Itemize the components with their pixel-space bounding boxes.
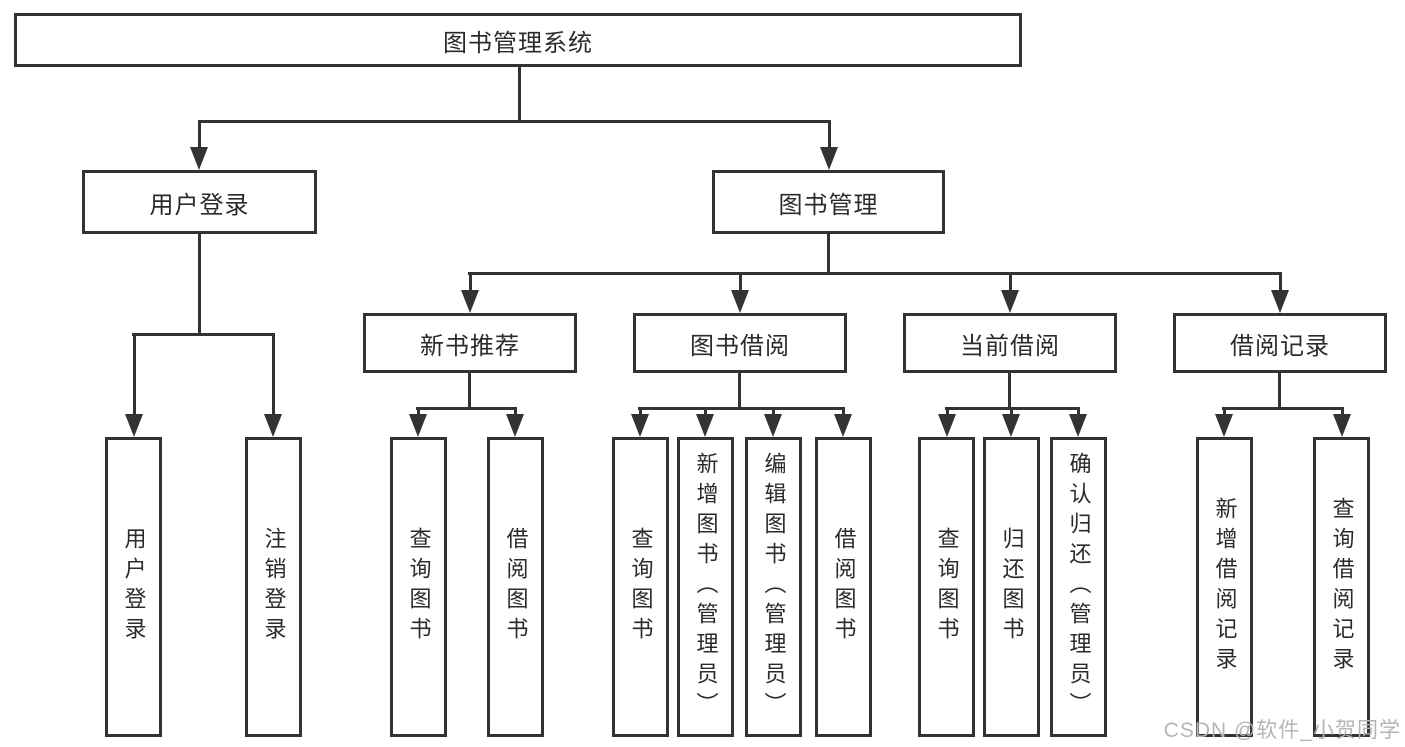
connector-book-management-branch — [468, 272, 1282, 275]
leaf-bb-edit-books-label: 编辑图书（管理员） — [761, 452, 787, 722]
leaf-bb-borrow-books: 借阅图书 — [815, 437, 872, 737]
leaf-nbr-borrow-books-label: 借阅图书 — [503, 527, 529, 647]
leaf-user-login: 用户登录 — [105, 437, 162, 737]
leaf-br-add-record: 新增借阅记录 — [1196, 437, 1253, 737]
arrow-to-br-query-record-icon — [1332, 407, 1352, 437]
arrow-to-cb-query-books-icon — [937, 407, 957, 437]
arrow-to-book-management-icon — [819, 120, 839, 170]
leaf-cb-confirm-return: 确认归还（管理员） — [1050, 437, 1107, 737]
connector-borrowing-records-branch — [1222, 407, 1344, 410]
arrow-to-br-add-record-icon — [1214, 407, 1234, 437]
leaf-cb-query-books-label: 查询图书 — [934, 527, 960, 647]
arrow-to-bb-borrow-books-icon — [833, 407, 853, 437]
leaf-bb-add-books: 新增图书（管理员） — [677, 437, 734, 737]
node-borrowing-records: 借阅记录 — [1173, 313, 1387, 373]
connector-root-stem — [518, 67, 521, 120]
node-book-borrowing-label: 图书借阅 — [690, 332, 790, 360]
leaf-cb-return-books: 归还图书 — [983, 437, 1040, 737]
csdn-watermark: CSDN @软件_小贺同学 — [1163, 719, 1401, 742]
arrow-to-nbr-query-books-icon — [408, 407, 428, 437]
arrow-to-bb-edit-books-icon — [763, 407, 783, 437]
leaf-nbr-borrow-books: 借阅图书 — [487, 437, 544, 737]
connector-user-login-branch — [132, 333, 275, 336]
leaf-br-add-record-label: 新增借阅记录 — [1212, 497, 1238, 677]
arrow-to-borrowing-records-icon — [1270, 272, 1290, 313]
arrow-to-bb-add-books-icon — [695, 407, 715, 437]
node-new-book-recommend-label: 新书推荐 — [420, 332, 520, 360]
leaf-nbr-query-books-label: 查询图书 — [406, 527, 432, 647]
connector-current-borrowing-branch — [945, 407, 1080, 410]
connector-new-book-recommend-branch — [416, 407, 517, 410]
leaf-cb-query-books: 查询图书 — [918, 437, 975, 737]
arrow-to-leaf-user-login-icon — [124, 333, 144, 437]
connector-borrowing-records-stem — [1278, 371, 1281, 407]
leaf-bb-borrow-books-label: 借阅图书 — [831, 527, 857, 647]
node-user-login-label: 用户登录 — [149, 191, 250, 219]
arrow-to-cb-confirm-return-icon — [1068, 407, 1088, 437]
connector-book-management-stem — [827, 233, 830, 272]
arrow-to-user-login-icon — [189, 120, 209, 170]
connector-book-borrowing-stem — [738, 371, 741, 407]
node-book-management: 图书管理 — [712, 170, 945, 234]
arrow-to-bb-query-books-icon — [630, 407, 650, 437]
arrow-to-new-book-recommend-icon — [460, 272, 480, 313]
arrow-to-leaf-logout-icon — [263, 333, 283, 437]
leaf-logout-label: 注销登录 — [261, 527, 287, 647]
leaf-br-query-record: 查询借阅记录 — [1313, 437, 1370, 737]
leaf-nbr-query-books: 查询图书 — [390, 437, 447, 737]
node-book-management-label: 图书管理 — [778, 191, 879, 219]
node-root: 图书管理系统 — [14, 13, 1022, 67]
node-current-borrowing: 当前借阅 — [903, 313, 1117, 373]
node-new-book-recommend: 新书推荐 — [363, 313, 577, 373]
arrow-to-book-borrowing-icon — [730, 272, 750, 313]
arrow-to-cb-return-books-icon — [1001, 407, 1021, 437]
connector-current-borrowing-stem — [1008, 371, 1011, 407]
leaf-bb-edit-books: 编辑图书（管理员） — [745, 437, 802, 737]
leaf-user-login-label: 用户登录 — [121, 527, 147, 647]
connector-user-login-stem — [198, 233, 201, 333]
connector-new-book-recommend-stem — [468, 371, 471, 407]
node-current-borrowing-label: 当前借阅 — [960, 332, 1060, 360]
leaf-cb-return-books-label: 归还图书 — [999, 527, 1025, 647]
node-borrowing-records-label: 借阅记录 — [1230, 332, 1330, 360]
leaf-br-query-record-label: 查询借阅记录 — [1329, 497, 1355, 677]
node-book-borrowing: 图书借阅 — [633, 313, 847, 373]
leaf-bb-query-books: 查询图书 — [612, 437, 669, 737]
leaf-bb-add-books-label: 新增图书（管理员） — [693, 452, 719, 722]
arrow-to-current-borrowing-icon — [1000, 272, 1020, 313]
connector-root-branch — [198, 120, 831, 123]
leaf-logout: 注销登录 — [245, 437, 302, 737]
arrow-to-nbr-borrow-books-icon — [505, 407, 525, 437]
leaf-cb-confirm-return-label: 确认归还（管理员） — [1066, 452, 1092, 722]
connector-book-borrowing-branch — [638, 407, 845, 410]
node-root-label: 图书管理系统 — [443, 29, 593, 57]
leaf-bb-query-books-label: 查询图书 — [628, 527, 654, 647]
node-user-login: 用户登录 — [82, 170, 317, 234]
